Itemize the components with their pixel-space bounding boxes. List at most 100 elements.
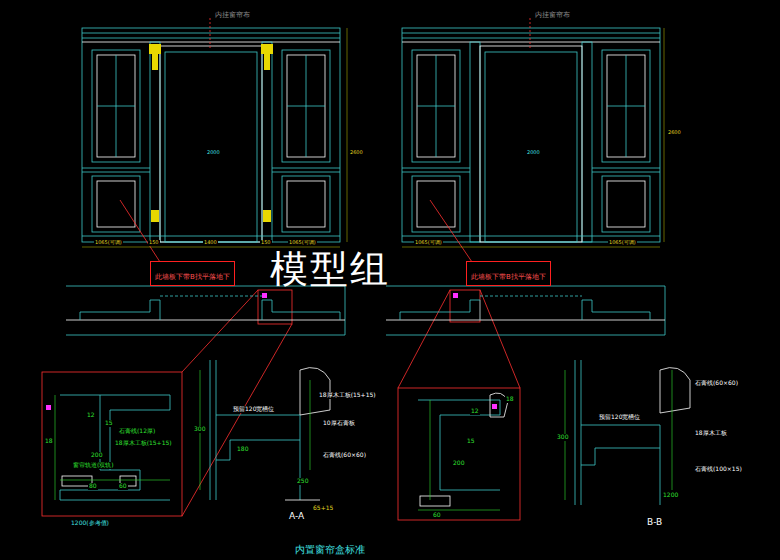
- dimension-note: 60: [432, 512, 442, 519]
- cad-line: [386, 320, 665, 321]
- cad-line: [575, 360, 576, 505]
- cad-line: [182, 290, 258, 372]
- dimension-note: 2600: [349, 150, 364, 156]
- dimension-note: 2000: [206, 150, 221, 156]
- dimension-note: 石膏线(60×60): [322, 452, 367, 459]
- note-box: 此墙板下带B找平落地下: [466, 261, 551, 286]
- dimension-note: 预留120宽槽位: [232, 406, 275, 413]
- cad-line: [216, 360, 217, 500]
- cad-line: [418, 510, 500, 511]
- cad-line: [258, 290, 292, 324]
- cad-line: [400, 300, 480, 320]
- dimension-note: 18厚木工板(15+15): [318, 392, 377, 399]
- dimension-note: 18: [44, 438, 54, 445]
- dimension-note: 内挂窗帘布: [534, 12, 571, 20]
- dimension-note: 80: [88, 483, 98, 490]
- dimension-note: 1065(可调): [608, 240, 637, 246]
- cad-line: [402, 247, 660, 248]
- dimension-note: B-B: [646, 518, 663, 528]
- dimension-note: 石膏线(12厚): [118, 428, 156, 435]
- dimension-note: 石膏线(100×15): [694, 466, 743, 473]
- cad-line: [450, 290, 480, 322]
- cad-line: [263, 210, 271, 222]
- cad-line: [480, 296, 582, 297]
- cad-line: [151, 210, 159, 222]
- cad-line: [46, 293, 497, 410]
- dimension-note: 60: [118, 483, 128, 490]
- dimension-note: 300: [556, 434, 569, 441]
- cad-line: [42, 18, 530, 520]
- dimension-note: 18厚木工板: [694, 430, 728, 437]
- cad-line: [581, 425, 660, 465]
- dimension-note: 石膏线(60×60): [694, 380, 739, 387]
- cad-line: [80, 300, 160, 320]
- dimension-note: 1200: [662, 492, 679, 499]
- drawing-caption: 内置窗帘盒标准: [295, 543, 365, 557]
- dimension-note: 12: [470, 408, 480, 415]
- dimension-note: 预留120宽槽位: [598, 414, 641, 421]
- cad-line: [430, 200, 472, 262]
- cad-line: [492, 404, 497, 409]
- dimension-note: 18: [505, 396, 515, 403]
- cad-line: [216, 415, 300, 460]
- cad-line: [60, 286, 690, 506]
- cad-line: [264, 54, 270, 70]
- dimension-note: 15: [104, 420, 114, 427]
- cad-line: [398, 388, 520, 520]
- cad-line: [42, 372, 182, 516]
- cad-line: [262, 300, 340, 320]
- dimension-note: 10厚石膏板: [322, 420, 356, 427]
- cad-line: [60, 395, 170, 500]
- cad-line: [398, 290, 450, 388]
- dimension-note: 300: [193, 426, 206, 433]
- cad-line: [82, 28, 664, 247]
- dimension-note: 1065(可调): [414, 240, 443, 246]
- dimension-note: 180: [236, 446, 249, 453]
- dimension-note: 内挂窗帘布: [214, 12, 251, 20]
- cad-line: [660, 448, 661, 505]
- cad-line: [60, 395, 170, 470]
- dimension-note: 1065(可调): [288, 240, 317, 246]
- dimension-note: 250: [296, 478, 309, 485]
- dimension-note: 200: [90, 452, 103, 459]
- cad-line: [660, 368, 690, 413]
- note-text: 此墙板下带B找平落地下: [155, 273, 230, 281]
- dimension-note: 18厚木工板(15+15): [114, 440, 173, 447]
- dimension-note: A-A: [288, 512, 305, 522]
- cad-line: [82, 247, 340, 248]
- dimension-note: 1200(参考值): [70, 520, 110, 527]
- cad-line: [430, 400, 431, 500]
- dimension-note: 150: [260, 240, 272, 246]
- dimension-note: 150: [148, 240, 160, 246]
- dimension-note: 2000: [526, 150, 541, 156]
- cad-line: [55, 370, 672, 510]
- cad-line: [210, 18, 211, 50]
- cad-line: [420, 496, 450, 506]
- note-box: 此墙板下带B找平落地下: [150, 261, 235, 286]
- dimension-note: 12: [86, 412, 96, 419]
- cad-line: [66, 286, 345, 335]
- cad-line: [149, 44, 161, 54]
- cad-line: [285, 500, 320, 501]
- cad-line: [530, 18, 531, 50]
- cad-line: [60, 480, 170, 481]
- cad-line: [402, 28, 660, 242]
- dimension-note: 65+15: [312, 505, 334, 512]
- cad-line: [300, 440, 301, 500]
- cad-line: [480, 290, 520, 388]
- cad-line: [55, 395, 56, 500]
- cad-line: [82, 28, 340, 242]
- dimension-note: 1400: [203, 240, 218, 246]
- cad-line: [182, 324, 292, 516]
- cad-line: [160, 296, 262, 297]
- dimension-note: 200: [452, 460, 465, 467]
- watermark: 模型组: [269, 249, 391, 291]
- cad-line: [210, 360, 211, 500]
- cad-line: [120, 200, 160, 262]
- cad-line: [386, 286, 665, 335]
- dimension-note: 窗帘轨道(双轨): [72, 462, 115, 469]
- cad-line: [310, 380, 311, 470]
- note-text: 此墙板下带B找平落地下: [471, 273, 546, 281]
- cad-line: [262, 293, 267, 298]
